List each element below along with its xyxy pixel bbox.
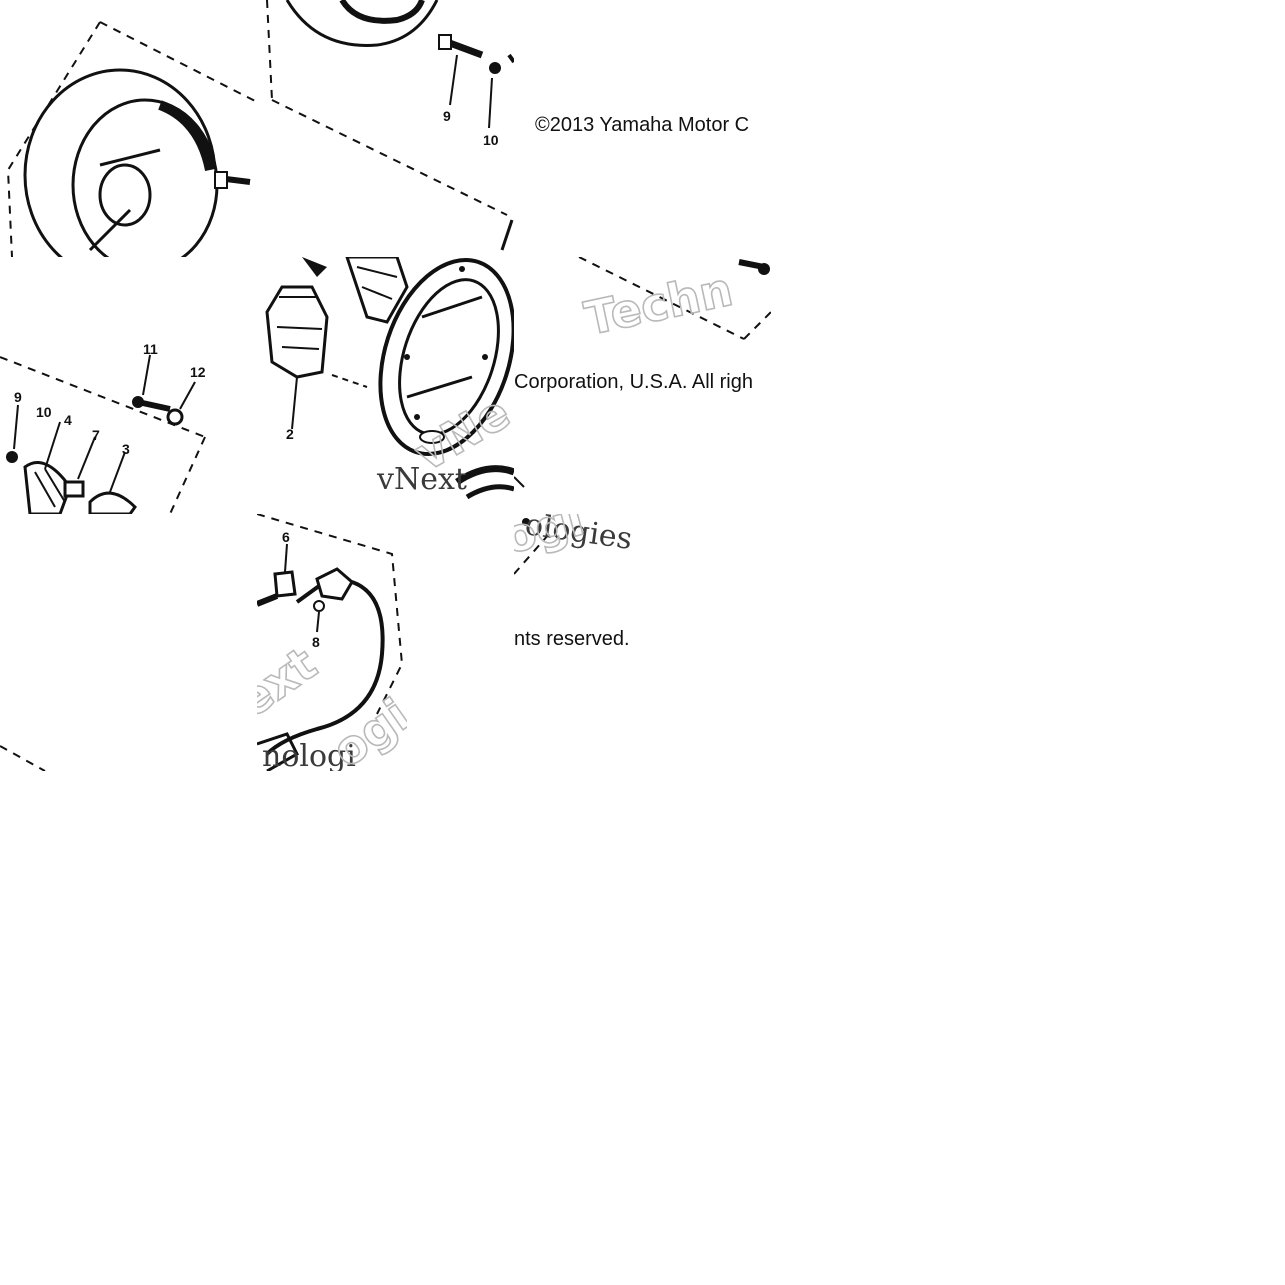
watermark-nologi: nologi [262,739,356,771]
coil-2 [265,285,329,430]
pickup-parts [6,404,137,514]
bracket-6 [257,543,297,607]
flywheel-rotor [23,68,219,257]
copyright-line-1: ©2013 Yamaha Motor C [535,114,750,136]
callout-6: 6 [282,529,290,545]
lower-right-drawing: ologies ogi [514,514,634,575]
tile-stator: 2 vNext vNe [257,257,514,514]
callout-7: 7 [92,427,100,443]
callout-9-mid: 9 [14,389,22,405]
washer-10 [488,53,514,129]
stator-plate [378,257,514,457]
bottom-left-drawing [0,745,46,771]
callout-4: 4 [64,412,72,428]
copyright-line-2: Corporation, U.S.A. All righ [514,371,753,393]
copyright-line-3: nts reserved. [514,628,630,650]
top-assembly-drawing: 9 10 [266,0,514,251]
tile-top-assembly: 9 10 [257,0,514,257]
right-band-drawing: Techn [514,257,771,488]
callout-2: 2 [286,426,294,442]
tile-lower-right: ologies ogi nts reserved. [514,514,664,771]
pickup-drawing: 11 12 9 10 4 7 3 [0,341,206,514]
tile-bottom-left [0,514,257,771]
tile-flywheel [0,0,257,257]
flywheel-drawing [6,21,257,257]
screw-8 [313,600,325,633]
plug-cap [295,567,354,604]
callout-3: 3 [122,441,130,457]
tile-pickup: 11 12 9 10 4 7 3 [0,257,257,514]
watermark-ext: ext [257,636,326,728]
watermark-vnext: vNext [376,462,467,497]
callout-8: 8 [312,634,320,650]
washer-12 [166,381,196,426]
callout-11: 11 [143,341,158,357]
callout-9-top: 9 [443,108,451,124]
coil-top [345,257,409,324]
callout-12: 12 [190,364,206,380]
tile-coil-lead: 6 8 ext nologi ogi [257,514,407,771]
flywheel-bolt [214,171,251,189]
tile-right-band: Techn Corporation, U.S.A. All righ [514,257,771,514]
stator-drawing: 2 vNext vNe [265,257,514,500]
coil-lead-drawing: 6 8 ext nologi ogi [257,514,407,771]
watermark-ogie: ogi [514,514,589,565]
top-housing [285,0,439,47]
callout-10-top: 10 [483,132,499,148]
bolt-9 [438,34,484,106]
screw-11 [132,354,171,412]
watermark-tech: Techn [580,262,737,346]
callout-10-mid: 10 [36,404,52,420]
